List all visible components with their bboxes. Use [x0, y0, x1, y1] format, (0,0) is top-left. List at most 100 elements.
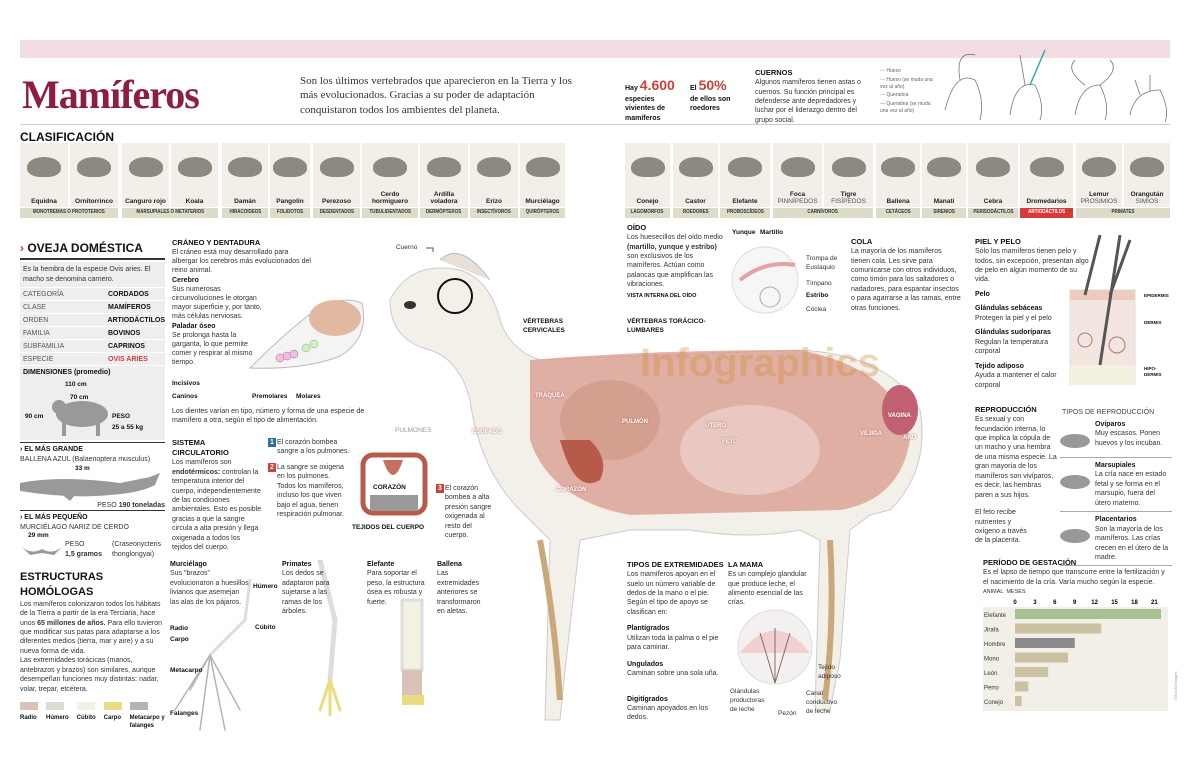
animal-label: Elefante [732, 197, 758, 205]
animal-silhouette-icon [228, 157, 262, 177]
class-label: FOLIDOTOS [276, 209, 304, 216]
class-label-box: ROEDORES [673, 208, 718, 218]
animal-pictures: Manatí [922, 143, 966, 207]
peso-value: 25 a 55 kg [112, 424, 144, 432]
skin-illustration [1069, 235, 1136, 385]
class-label: MONOTREMAS O PROTOTERIOS [33, 209, 105, 216]
class-label: ROEDORES [682, 209, 709, 216]
cuernos-title: CUERNOS [755, 68, 793, 77]
animal-name: Equidna [20, 198, 68, 205]
molares-label: Molares [296, 393, 321, 400]
animal-pangolín: Pangolín [270, 143, 310, 207]
horn-legend-item: — Queratina [880, 92, 935, 99]
extremidades-title: TIPOS DE EXTREMIDADES [627, 560, 724, 569]
clasificacion-title: CLASIFICACIÓN [20, 130, 114, 144]
taxonomy-key: ESPECIE [23, 356, 54, 364]
animal-koala: Koala [171, 143, 218, 207]
animal-pictures: Ballena [876, 143, 920, 207]
animal-name: Murciélago [520, 198, 565, 205]
platypus-icon [1060, 434, 1090, 448]
category-label: Mono [984, 657, 1000, 663]
animal-label: Castor [685, 197, 706, 205]
text-bold: endotérmicos: [172, 468, 221, 476]
limb-text: Los dedos se adaptaron para sujetarse a … [282, 570, 330, 616]
bar-elefante [1015, 609, 1161, 620]
category-label: León [984, 671, 997, 677]
animal-label: Conejo [636, 197, 659, 205]
oveja-panel: › OVEJA DOMÉSTICA Es la hembra de la esp… [20, 240, 165, 560]
oveja-intro: Es la hembra de la especie Ovis aries. E… [20, 262, 165, 289]
stat-prefix: Hay [625, 85, 638, 92]
limb-text: Sus "brazos" evolucionaron a huesillos l… [170, 570, 249, 606]
mama-block: LA MAMA Es un complejo glandular que pro… [728, 560, 818, 608]
stat-prefix: El [690, 85, 697, 92]
pequeno-title: EL MÁS PEQUEÑO [24, 514, 88, 522]
animal-conejo: Conejo [625, 143, 670, 207]
class-label: PERISODÁCTILOS [972, 209, 1014, 216]
bone-label: Cúbito [76, 715, 96, 722]
kangaroo-icon [1060, 475, 1090, 489]
limb-text: Las extremidades anteriores se transform… [437, 570, 481, 616]
skin-item-text: Regulan la temperatura corporal [975, 338, 1049, 356]
class-label-box: LAGOMORFOS [625, 208, 670, 218]
bone-legend-item: Húmero [46, 702, 69, 730]
cerebro-text: Sus numerosas circunvoluciones le otorga… [172, 286, 262, 321]
cuernos-block: CUERNOS Algunos mamíferos tienen astas o… [755, 68, 875, 125]
skin-item-name: Glándulas sudoríparas [975, 329, 1051, 337]
animal-name: Canguro rojo [122, 198, 169, 205]
credit: ©Sol 90 Images [1173, 671, 1178, 700]
bar-león [1015, 667, 1049, 678]
legend-swatch: — [880, 92, 887, 99]
class-label-box: QUIRÓPTEROS [520, 208, 565, 218]
mama-text: Es un complejo glandular que produce lec… [728, 571, 807, 607]
taxonomy-value: ARTIODÁCTILOS [107, 317, 165, 325]
oido-block: OÍDO Los huesecillos del oído medio (mar… [627, 223, 725, 300]
animal-silhouette-icon [319, 157, 354, 177]
peso-value: 1,5 gramos [65, 550, 102, 558]
tejidos-label: TEJIDOS DEL CUERPO [352, 524, 425, 531]
taxonomy-value: CORDADOS [108, 291, 149, 299]
epidermis-label: EPIDERMIS [1144, 293, 1169, 298]
animal-pictures: Murciélago [520, 143, 565, 207]
animal-suborder: SIMIOS [1135, 197, 1159, 205]
legend-swatch: — [880, 101, 887, 107]
bar-perro [1015, 681, 1029, 692]
oveja-title: OVEJA DOMÉSTICA [27, 241, 143, 255]
cervicales-label: VÉRTEBRAS CERVICALES [523, 318, 565, 334]
tejido-label: Tejido adiposo [818, 664, 841, 680]
animal-label: Canguro rojo [125, 197, 166, 205]
class-label: QUIRÓPTEROS [525, 209, 560, 216]
animal-damán: Damán [222, 143, 268, 207]
legend-label: Hueso [886, 68, 901, 74]
animal-ballena: Ballena [876, 143, 920, 207]
animal-name: Cebra [968, 198, 1018, 205]
taxonomy-key: CLASE [23, 304, 46, 312]
horn-legend-item: — Hueso [880, 68, 935, 75]
animal-cerdo-hormiguero: Cerdo hormiguero [362, 143, 418, 207]
craneo-title: CRÁNEO Y DENTADURA [172, 238, 261, 247]
animal-silhouette-icon [373, 157, 407, 177]
height-value: 90 cm [25, 413, 44, 421]
animal-canguro-rojo: Canguro rojo [122, 143, 171, 207]
reproduction-type-name: Marsupiales [1095, 462, 1136, 469]
bar-mono [1015, 652, 1069, 663]
x-tick-label: 12 [1091, 600, 1098, 606]
stat-value: 50% [698, 77, 727, 93]
piel-block: PIEL Y PELO Sólo los mamíferos tienen pe… [975, 237, 1090, 285]
limb-name: Ballena [437, 561, 462, 568]
animal-pictures: Pangolín [270, 143, 310, 207]
timpano-label: Tímpano [806, 280, 832, 287]
